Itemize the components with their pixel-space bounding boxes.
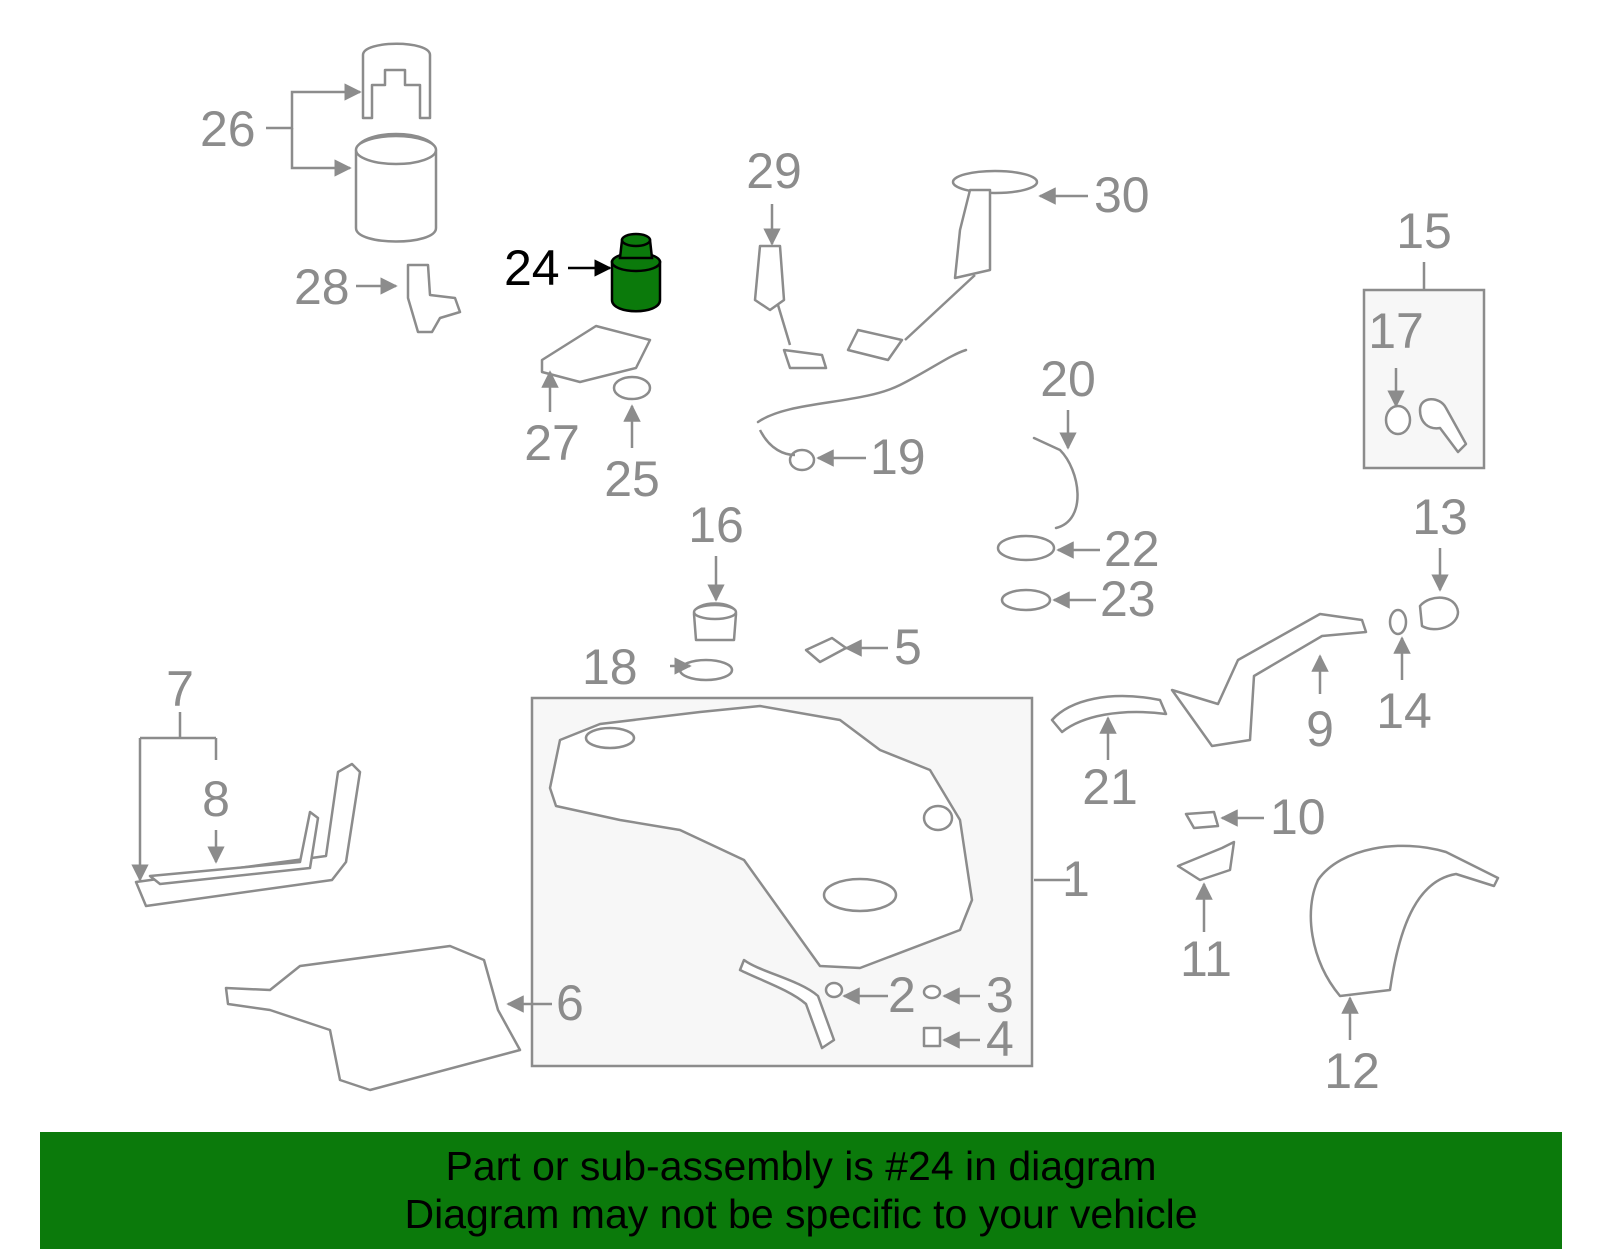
filler-cap-13-part	[1418, 596, 1460, 631]
tank-vent-tube-part	[738, 958, 836, 1050]
info-banner: Part or sub-assembly is #24 in diagram D…	[40, 1132, 1562, 1249]
callout-14: 14	[1376, 683, 1432, 739]
callout-10: 10	[1270, 789, 1326, 845]
fuel-pump-highlighted-part	[610, 232, 662, 313]
banner-line-1: Part or sub-assembly is #24 in diagram	[445, 1143, 1157, 1189]
callout-2: 2	[888, 967, 916, 1023]
banner-line-2: Diagram may not be specific to your vehi…	[404, 1191, 1198, 1237]
callout-30: 30	[1094, 167, 1150, 223]
filler-pipe-part	[1170, 612, 1368, 748]
callout-23: 23	[1100, 571, 1156, 627]
tank-protector-part	[224, 944, 522, 1092]
callout-13: 13	[1412, 489, 1468, 545]
splash-shield-part	[1309, 844, 1500, 998]
callout-3: 3	[986, 967, 1014, 1023]
pump-cushion-part	[612, 375, 652, 401]
fuel-tank-part	[548, 704, 974, 970]
callout-24-highlighted: 24	[504, 240, 560, 296]
callout-9: 9	[1306, 701, 1334, 757]
fuel-strainer-part	[540, 324, 652, 384]
callout-12: 12	[1324, 1043, 1380, 1099]
parts-diagram: 1 2 3 4 5 6 7 8 9 10 11 12 13 14 15 16 1…	[0, 42, 1500, 1099]
callout-29: 29	[746, 143, 802, 199]
fuel-sender-part	[753, 244, 828, 370]
bracket-10-part	[1184, 810, 1220, 830]
tube-clamp-part	[758, 429, 816, 472]
fuel-gauge-assembly-part	[846, 169, 1039, 362]
clamp-2-part	[824, 981, 844, 999]
valve-16-part	[692, 602, 738, 642]
nut-3-part	[922, 984, 942, 1000]
callout-25: 25	[604, 451, 660, 507]
gasket-22-part	[996, 534, 1056, 562]
callout-15: 15	[1396, 203, 1452, 259]
cap-gasket-part	[1384, 404, 1412, 436]
callout-26: 26	[200, 101, 256, 157]
tank-strap-8-part	[148, 810, 320, 886]
fuel-filter-housing-part	[354, 42, 438, 243]
filler-neck-ring-part	[1388, 608, 1408, 636]
callout-19: 19	[870, 429, 926, 485]
callout-1: 1	[1062, 851, 1090, 907]
bolt-4-part	[922, 1026, 942, 1048]
bracket-11-part	[1176, 840, 1236, 882]
callout-5: 5	[894, 619, 922, 675]
callout-20: 20	[1040, 351, 1096, 407]
leader-lines	[140, 83, 1449, 1049]
callout-17: 17	[1368, 303, 1424, 359]
callout-11: 11	[1180, 931, 1232, 987]
tank-strap-7-part	[134, 762, 362, 908]
callout-8: 8	[202, 771, 230, 827]
pressure-regulator-part	[406, 263, 462, 334]
callout-16: 16	[688, 497, 744, 553]
callout-27: 27	[524, 415, 580, 471]
pad-5-part	[804, 636, 848, 664]
fuel-cap-part	[1418, 398, 1468, 454]
callout-21: 21	[1082, 759, 1138, 815]
fuel-tube-part	[756, 348, 968, 424]
callout-6: 6	[556, 975, 584, 1031]
callout-4: 4	[986, 1011, 1014, 1067]
callout-7: 7	[166, 661, 194, 717]
callout-28: 28	[294, 259, 350, 315]
callout-22: 22	[1104, 521, 1160, 577]
callout-18: 18	[582, 639, 638, 695]
vent-hose-part	[1032, 436, 1079, 530]
gasket-18-part	[678, 658, 734, 682]
filler-hose-21-part	[1050, 694, 1168, 734]
gasket-23-part	[1000, 588, 1052, 612]
